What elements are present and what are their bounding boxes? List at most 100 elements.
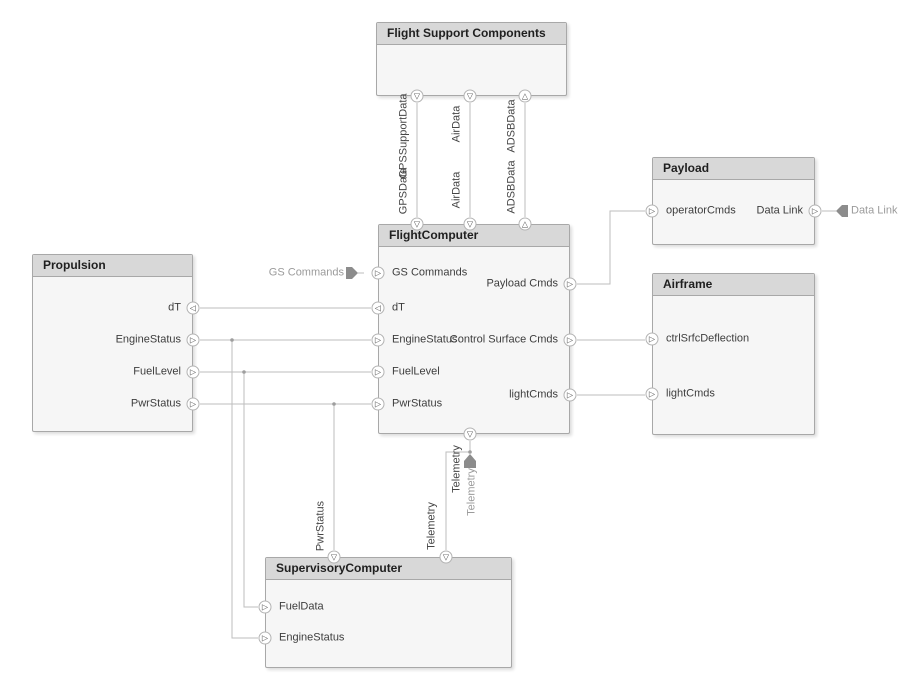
port-fc-gps-data[interactable]: ▽	[410, 217, 424, 231]
block-title: Payload	[653, 158, 814, 180]
port-fc-adsb-data[interactable]: △	[518, 217, 532, 231]
port-fc-pwr-status[interactable]: ▷	[371, 397, 385, 411]
triangle-right-icon: ▷	[374, 335, 382, 345]
block-title: FlightComputer	[379, 225, 569, 247]
port-label-engine-status: EngineStatus	[115, 333, 181, 346]
port-fc-gs-commands[interactable]: ▷	[371, 266, 385, 280]
triangle-right-icon: ▷	[566, 335, 574, 345]
gs-commands-external-arrow-icon[interactable]	[346, 267, 358, 279]
port-label-light-cmds: lightCmds	[509, 388, 558, 401]
connector-label-adsb-data-bottom: ADSBData	[505, 160, 518, 214]
port-label-dt: dT	[168, 301, 181, 314]
triangle-right-icon: ▷	[374, 367, 382, 377]
block-payload[interactable]: Payload	[652, 157, 815, 245]
triangle-right-icon: ▷	[374, 399, 382, 409]
port-propulsion-fuel-level[interactable]: ▷	[186, 365, 200, 379]
triangle-down-icon: ▽	[413, 219, 421, 229]
connector-label-adsb-data-top: ADSBData	[505, 99, 518, 153]
port-payload-operator-cmds[interactable]: ▷	[645, 204, 659, 218]
port-supervisory-engine-status[interactable]: ▷	[258, 631, 272, 645]
triangle-right-icon: ▷	[648, 334, 656, 344]
junction-dot	[468, 450, 472, 454]
triangle-down-icon: ▽	[413, 91, 421, 101]
port-label-fuel-level: FuelLevel	[392, 365, 440, 378]
port-supervisory-telemetry[interactable]: ▽	[439, 550, 453, 564]
connector-label-telemetry-port: Telemetry	[450, 445, 463, 493]
triangle-down-icon: ▽	[466, 219, 474, 229]
junction-dot	[230, 338, 234, 342]
triangle-up-icon: △	[521, 219, 529, 229]
external-port-label-gs-commands: GS Commands	[268, 266, 344, 279]
port-fc-engine-status[interactable]: ▷	[371, 333, 385, 347]
port-airframe-light-cmds[interactable]: ▷	[645, 387, 659, 401]
port-fsc-air-data[interactable]: ▽	[463, 89, 477, 103]
port-propulsion-engine-status[interactable]: ▷	[186, 333, 200, 347]
block-title: SupervisoryComputer	[266, 558, 511, 580]
triangle-down-icon: ▽	[330, 552, 338, 562]
block-flight-computer[interactable]: FlightComputer	[378, 224, 570, 434]
port-label-fuel-data: FuelData	[279, 600, 324, 613]
block-flight-support-components[interactable]: Flight Support Components	[376, 22, 567, 96]
connector-payload-cmds[interactable]	[577, 210, 645, 285]
connector-fuel-level-branch[interactable]	[243, 372, 258, 608]
port-supervisory-pwr-status[interactable]: ▽	[327, 550, 341, 564]
port-fc-fuel-level[interactable]: ▷	[371, 365, 385, 379]
triangle-down-icon: ▽	[442, 552, 450, 562]
junction-dot	[332, 402, 336, 406]
block-title: Airframe	[653, 274, 814, 296]
telemetry-external-arrow-icon[interactable]	[464, 454, 476, 468]
triangle-right-icon: ▷	[648, 206, 656, 216]
block-supervisory-computer[interactable]: SupervisoryComputer	[265, 557, 512, 668]
port-fsc-gps-support-data[interactable]: ▽	[410, 89, 424, 103]
port-fc-telemetry[interactable]: ▽	[463, 427, 477, 441]
port-label-pwr-status: PwrStatus	[392, 397, 443, 410]
port-label-pwr-status: PwrStatus	[130, 397, 181, 410]
external-port-label-data-link: Data Link	[851, 204, 898, 217]
port-label-gs-commands: GS Commands	[392, 266, 468, 279]
port-propulsion-pwr-status[interactable]: ▷	[186, 397, 200, 411]
connector-label-gps-support-data: GPSSupportData	[397, 93, 410, 179]
port-fc-light-cmds[interactable]: ▷	[563, 388, 577, 402]
port-label-ctrl-srfc-deflection: ctrlSrfcDeflection	[666, 332, 750, 345]
data-link-external-arrow-icon[interactable]	[836, 205, 848, 217]
triangle-right-icon: ▷	[648, 389, 656, 399]
port-label-fuel-level: FuelLevel	[133, 365, 181, 378]
port-fsc-adsb-data[interactable]: △	[518, 89, 532, 103]
port-propulsion-dt[interactable]: ◁	[186, 301, 200, 315]
triangle-right-icon: ▷	[261, 633, 269, 643]
port-airframe-ctrl-srfc-deflection[interactable]: ▷	[645, 332, 659, 346]
port-label-engine-status: EngineStatus	[279, 631, 345, 644]
triangle-right-icon: ▷	[189, 399, 197, 409]
triangle-right-icon: ▷	[189, 367, 197, 377]
triangle-down-icon: ▽	[466, 429, 474, 439]
port-fc-payload-cmds[interactable]: ▷	[563, 277, 577, 291]
port-fc-control-surface-cmds[interactable]: ▷	[563, 333, 577, 347]
port-label-payload-cmds: Payload Cmds	[486, 277, 558, 290]
triangle-up-icon: △	[521, 91, 529, 101]
port-fc-air-data[interactable]: ▽	[463, 217, 477, 231]
triangle-right-icon: ▷	[374, 268, 382, 278]
port-label-control-surface-cmds: Control Surface Cmds	[449, 333, 558, 346]
port-fc-dt[interactable]: ◁	[371, 301, 385, 315]
connector-label-telemetry-line: Telemetry	[425, 502, 438, 550]
block-title: Flight Support Components	[377, 23, 566, 45]
port-label-light-cmds: lightCmds	[666, 387, 715, 400]
port-payload-data-link[interactable]: ▷	[808, 204, 822, 218]
block-title: Propulsion	[33, 255, 192, 277]
block-airframe[interactable]: Airframe	[652, 273, 815, 435]
connector-label-air-data-bottom: AirData	[450, 171, 463, 209]
triangle-right-icon: ▷	[811, 206, 819, 216]
connector-telemetry-branch[interactable]	[445, 451, 470, 550]
block-propulsion[interactable]: Propulsion	[32, 254, 193, 432]
connector-engine-status-branch[interactable]	[231, 340, 258, 639]
junction-dot	[242, 370, 246, 374]
triangle-down-icon: ▽	[466, 91, 474, 101]
port-supervisory-fuel-data[interactable]: ▷	[258, 600, 272, 614]
port-label-data-link: Data Link	[756, 204, 803, 217]
connector-label-air-data-top: AirData	[450, 105, 463, 143]
triangle-left-icon: ◁	[374, 303, 382, 313]
connector-label-pwr-status: PwrStatus	[314, 500, 327, 552]
triangle-right-icon: ▷	[261, 602, 269, 612]
